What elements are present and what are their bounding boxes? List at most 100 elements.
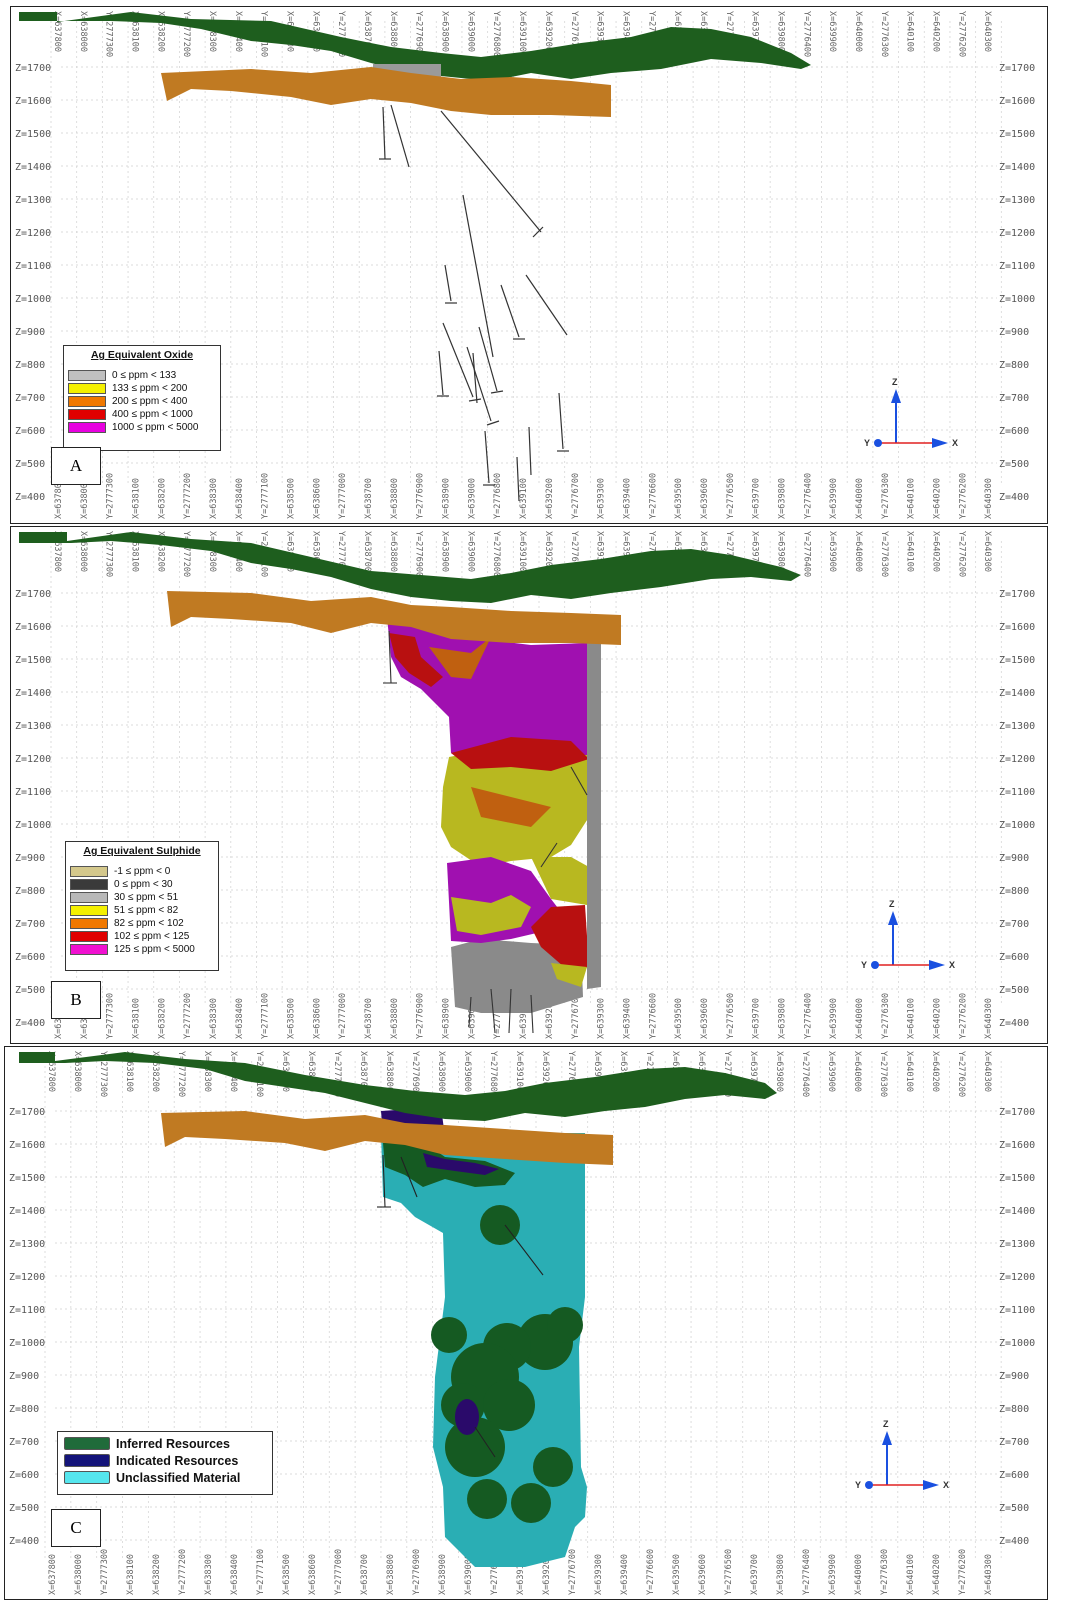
- coord-label: Y=2776500: [726, 473, 736, 519]
- coord-label: X=640100: [905, 531, 915, 572]
- coord-label: X=638100: [130, 531, 140, 572]
- coord-label: Y=2777100: [261, 993, 271, 1039]
- coord-label: X=639000: [464, 1554, 474, 1595]
- coord-label: Y=2776700: [566, 1051, 576, 1097]
- z-label: Z=600: [15, 952, 45, 963]
- coord-label: X=639300: [597, 478, 607, 519]
- z-label: Z=500: [9, 1503, 39, 1514]
- legend-label: 133 ≤ ppm < 200: [112, 383, 188, 394]
- coord-label: Y=2777300: [104, 531, 114, 577]
- coord-label: X=638200: [157, 478, 167, 519]
- coord-label: X=638900: [438, 1554, 448, 1595]
- z-label: Z=1000: [999, 294, 1035, 305]
- legend-item: Inferred Resources: [64, 1435, 266, 1452]
- z-label: Z=800: [999, 886, 1029, 897]
- coord-label: Y=2776700: [569, 531, 579, 577]
- coord-label: X=638200: [157, 998, 167, 1039]
- coord-label: Y=2777200: [181, 11, 191, 57]
- z-labels-left: Z=1700Z=1600Z=1500Z=1400Z=1300Z=1200Z=11…: [9, 1107, 45, 1547]
- z-label: Z=1000: [999, 1338, 1035, 1349]
- z-label: Z=1400: [999, 1206, 1035, 1217]
- z-label: Z=1300: [15, 195, 51, 206]
- z-label: Z=1000: [9, 1338, 45, 1349]
- coord-label: Y=2777200: [183, 993, 193, 1039]
- y-axis-label: Y: [861, 960, 867, 970]
- coord-label: X=638700: [358, 1051, 368, 1092]
- coord-label: Y=2776400: [802, 1549, 812, 1595]
- z-label: Z=1700: [15, 63, 51, 74]
- coord-label: Y=2777100: [256, 1549, 266, 1595]
- coord-label: Y=2776500: [724, 531, 734, 577]
- coord-label: X=638000: [80, 478, 90, 519]
- coord-label: X=640000: [855, 998, 865, 1039]
- z-label: Z=1000: [15, 294, 51, 305]
- coord-label: X=638200: [155, 531, 165, 572]
- z-label: Z=1600: [15, 96, 51, 107]
- z-label: Z=1100: [15, 261, 51, 272]
- legend-item: 0 ≤ ppm < 30: [70, 878, 214, 891]
- coord-label: X=638300: [209, 478, 219, 519]
- z-label: Z=1500: [9, 1173, 45, 1184]
- coord-label: X=638000: [78, 531, 88, 572]
- coord-label: Y=2777000: [336, 531, 346, 577]
- z-label: Z=1300: [15, 721, 51, 732]
- z-label: Z=1500: [999, 129, 1035, 140]
- coord-label: X=639800: [775, 531, 785, 572]
- legend-swatch: [70, 905, 108, 916]
- coord-label: X=639300: [595, 11, 605, 52]
- coord-label: Y=2777300: [106, 993, 116, 1039]
- coord-label: X=638200: [152, 1554, 162, 1595]
- z-label: Z=900: [999, 327, 1029, 338]
- coord-label: Y=2776900: [412, 1549, 422, 1595]
- z-label: Z=500: [999, 1503, 1029, 1514]
- z-label: Z=1200: [999, 754, 1035, 765]
- z-label: Z=1200: [15, 754, 51, 765]
- coord-label: X=639700: [752, 998, 762, 1039]
- coord-label: X=640200: [930, 1051, 940, 1092]
- coord-label: Y=2777300: [100, 1549, 110, 1595]
- coord-label: X=639300: [594, 1554, 604, 1595]
- coord-label: Y=2776300: [881, 993, 891, 1039]
- z-label: Z=700: [9, 1437, 39, 1448]
- coord-label: X=640000: [854, 1554, 864, 1595]
- z-label: Z=600: [999, 1470, 1029, 1481]
- legend-label: Indicated Resources: [116, 1453, 239, 1468]
- coord-label: Y=2777200: [176, 1051, 186, 1097]
- coord-label: X=640000: [852, 1051, 862, 1092]
- coord-label: X=638700: [360, 1554, 370, 1595]
- z-label: Z=1300: [999, 1239, 1035, 1250]
- legend-swatch: [68, 396, 106, 407]
- legend-item: Unclassified Material: [64, 1469, 266, 1486]
- coord-label: X=638800: [390, 998, 400, 1039]
- coord-label: X=639900: [827, 11, 837, 52]
- coord-label: X=638900: [436, 1051, 446, 1092]
- coord-label: X=638600: [306, 1051, 316, 1092]
- oxide-layer: [167, 591, 621, 645]
- coord-label: Y=2776300: [879, 11, 889, 57]
- coord-label: Y=2776300: [878, 1051, 888, 1097]
- legend-label: 82 ≤ ppm < 102: [114, 918, 184, 929]
- legend-item: 30 ≤ ppm < 51: [70, 891, 214, 904]
- coord-label: Y=2776600: [646, 1549, 656, 1595]
- coord-label: X=638800: [388, 11, 398, 52]
- legend-swatch: [68, 370, 106, 381]
- coord-label: Y=2776300: [881, 473, 891, 519]
- coord-label: X=638200: [150, 1051, 160, 1092]
- oxide-layer: [161, 1111, 613, 1165]
- coord-label: X=638500: [282, 1554, 292, 1595]
- legend-label: 30 ≤ ppm < 51: [114, 892, 179, 903]
- coord-label: X=640100: [907, 998, 917, 1039]
- coord-label: Y=2777000: [338, 473, 348, 519]
- coord-label: X=639400: [620, 531, 630, 572]
- z-label: Z=600: [999, 952, 1029, 963]
- coord-label: Y=2776800: [493, 993, 503, 1039]
- coord-label: X=640200: [932, 478, 942, 519]
- coord-label: X=640100: [904, 1051, 914, 1092]
- coord-label: X=637800: [52, 11, 62, 52]
- legend-label: Unclassified Material: [116, 1470, 241, 1485]
- z-axis-label: Z: [889, 899, 895, 909]
- sulphide-block-model: [387, 617, 601, 1013]
